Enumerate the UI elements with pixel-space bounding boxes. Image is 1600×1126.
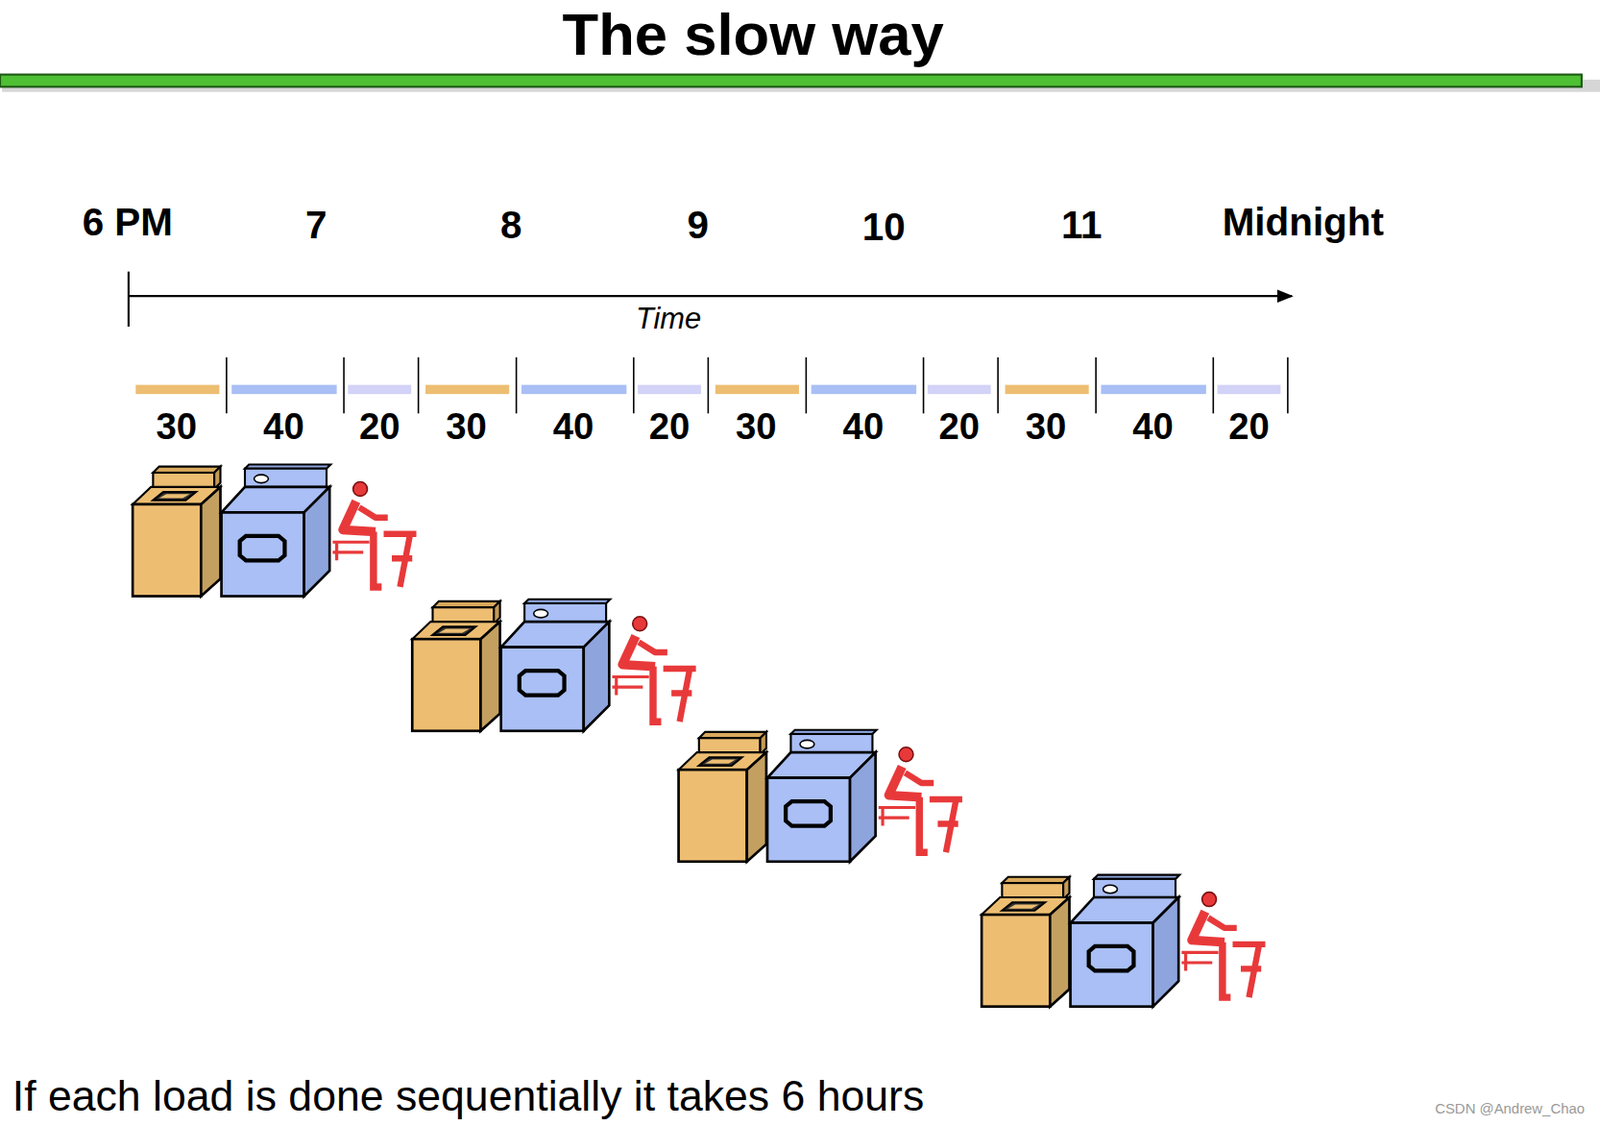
watermark: CSDN @Andrew_Chao: [1434, 1100, 1585, 1116]
segment-tick: [1212, 357, 1215, 413]
duration-number: 30: [735, 406, 777, 447]
segment-bar: [347, 385, 412, 395]
segment-bar: [811, 385, 917, 395]
segment-bar: [521, 385, 627, 395]
time-label: 11: [1061, 203, 1103, 246]
segment-bar: [135, 385, 219, 395]
laundry-set: [412, 599, 696, 731]
segment-tick: [515, 357, 518, 413]
laundry-set: [678, 729, 963, 862]
segment-tick: [342, 357, 345, 413]
segment-bar: [425, 385, 510, 395]
segment-tick: [632, 357, 635, 413]
segment-bar: [1005, 385, 1090, 395]
segment-bar: [927, 385, 992, 395]
laundry-set: [981, 874, 1265, 1007]
duration-number: 30: [445, 406, 487, 447]
segment-tick: [1286, 357, 1289, 413]
duration-number: 20: [1228, 406, 1270, 447]
time-label: 6 PM: [82, 200, 173, 243]
segment-bar: [1217, 385, 1282, 395]
duration-number: 20: [938, 406, 980, 447]
axis-label: Time: [635, 302, 702, 336]
duration-number: 20: [649, 406, 691, 447]
segment-bar: [637, 385, 702, 395]
duration-number: 40: [1132, 406, 1174, 447]
axis-tick: [127, 271, 130, 327]
segment-bar: [1100, 385, 1206, 395]
segment-tick: [922, 357, 925, 413]
segment-bar: [231, 385, 337, 395]
segment-tick: [707, 357, 710, 413]
time-segments: [135, 357, 1288, 413]
duration-number: 30: [156, 406, 198, 447]
slide-title: The slow way: [562, 1, 945, 68]
time-label: 8: [500, 203, 522, 246]
duration-number: 40: [553, 406, 595, 447]
duration-number: 40: [263, 406, 305, 447]
duration-number: 40: [843, 406, 885, 447]
segment-tick: [417, 357, 420, 413]
title-rule: [0, 74, 1582, 88]
time-axis: [128, 294, 1292, 297]
segment-tick: [1094, 357, 1097, 413]
laundry-set: [132, 463, 416, 596]
time-label: 10: [862, 205, 906, 248]
segment-bar: [715, 385, 800, 395]
time-label: 7: [305, 203, 327, 246]
duration-number: 20: [359, 406, 401, 447]
segment-tick: [996, 357, 999, 413]
time-label: Midnight: [1222, 200, 1384, 243]
caption: If each load is done sequentially it tak…: [12, 1071, 924, 1119]
time-label: 9: [687, 203, 709, 246]
duration-number: 30: [1025, 406, 1067, 447]
segment-tick: [805, 357, 808, 413]
segment-tick: [225, 357, 228, 413]
